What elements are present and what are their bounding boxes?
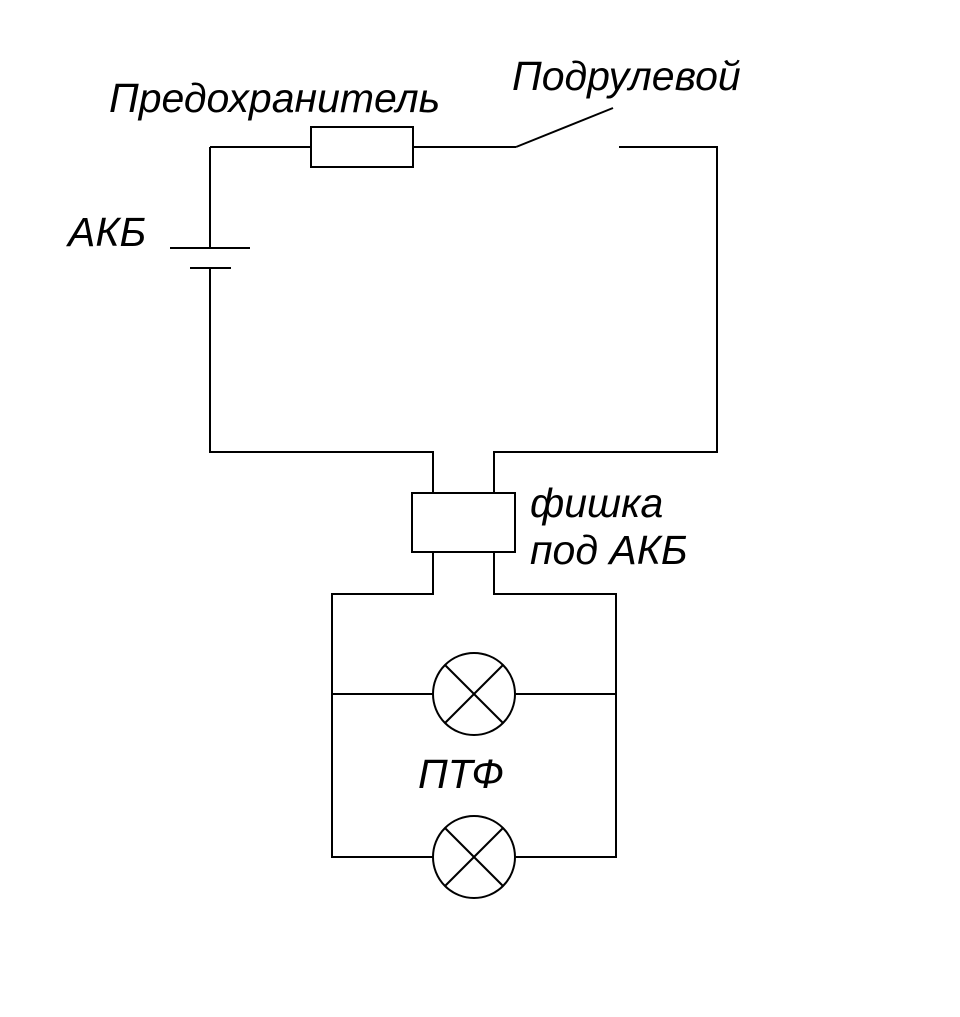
wire-lower-right <box>493 552 617 858</box>
wire-lower-left <box>331 552 434 858</box>
lamp-symbol <box>432 815 516 899</box>
connector-block <box>411 492 516 553</box>
lamp-symbol <box>432 652 516 736</box>
battery-symbol <box>170 247 250 269</box>
wire-top-right <box>493 146 718 493</box>
switch-symbol <box>515 107 614 148</box>
battery-label: АКБ <box>65 209 146 255</box>
fuse-symbol <box>310 126 414 168</box>
lamps-label: ПТФ <box>418 751 504 797</box>
switch-label: Подрулевой <box>512 53 741 99</box>
connector-label-line1: фишка <box>530 480 663 526</box>
connector-label-line2: под АКБ <box>530 527 688 573</box>
wire-left-lower <box>209 268 434 493</box>
fuse-label: Предохранитель <box>109 75 440 121</box>
